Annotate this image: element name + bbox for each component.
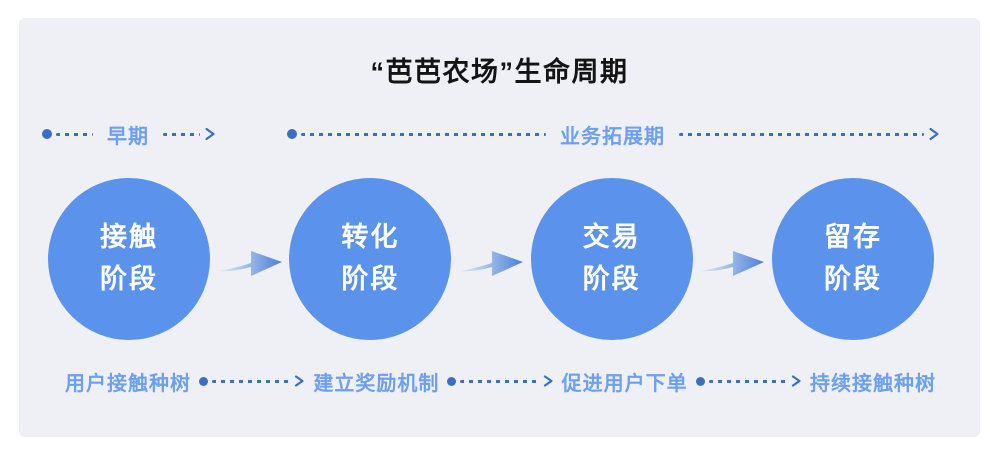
stage-note-transaction: 促进用户下单 (561, 372, 688, 395)
phase-segment-expansion: 业务拓展期 (287, 119, 940, 149)
stage-title-line: 交易 (582, 222, 641, 253)
arrow-right-icon (791, 375, 801, 387)
flow-arrow-icon (457, 251, 523, 276)
arrow-right-icon (295, 375, 304, 387)
flow-gap (210, 232, 289, 286)
phase-segment-early: 早期 (42, 119, 216, 149)
flow-gap (693, 232, 772, 286)
stage-title-line: 阶段 (582, 264, 641, 294)
dashed-line (163, 132, 200, 136)
stage-title-line: 阶段 (100, 264, 158, 294)
stage-title-line: 留存 (823, 222, 882, 253)
stage-note-retention: 持续接触种树 (809, 372, 936, 395)
notes-row: 用户接触种树 建立奖励机制 促进用户下单 持续接触种树 (19, 366, 980, 396)
timeline-dot-icon (287, 129, 297, 139)
stage-circle-transaction: 交易 阶段 (530, 178, 693, 340)
phase-label-expansion: 业务拓展期 (560, 125, 665, 148)
dashed-line (56, 132, 93, 136)
stage-title-line: 接触 (100, 222, 158, 253)
phase-label-early: 早期 (107, 125, 149, 148)
dashed-line (708, 379, 787, 383)
stage-title-line: 转化 (341, 222, 400, 253)
timeline-dot-icon (42, 129, 52, 139)
phase-timeline: 早期 业务拓展期 (19, 119, 980, 149)
lifecycle-panel: “芭芭农场”生命周期 早期 业务拓展期 接触 阶段 (19, 18, 980, 437)
stage-circle-retention: 留存 阶段 (771, 178, 934, 340)
arrow-right-icon (543, 375, 553, 387)
stage-note-contact: 用户接触种树 (65, 372, 191, 395)
stage-note-conversion: 建立奖励机制 (313, 372, 440, 395)
timeline-dot-icon (695, 376, 705, 386)
note-connector (447, 366, 553, 396)
stages-row: 接触 阶段 转化 阶段 交易 阶段 (19, 178, 980, 340)
note-connector (199, 366, 305, 396)
flow-arrow-icon (216, 251, 282, 276)
dashed-line (301, 132, 546, 136)
stage-title-line: 阶段 (823, 264, 882, 294)
flow-arrow-icon (699, 251, 765, 276)
dashed-line (460, 379, 539, 383)
arrow-right-icon (929, 127, 939, 141)
timeline-dot-icon (199, 376, 208, 386)
arrow-right-icon (205, 127, 215, 141)
dashed-line (679, 132, 924, 136)
dashed-line (212, 379, 291, 383)
diagram-title: “芭芭农场”生命周期 (370, 57, 629, 87)
stage-circle-conversion: 转化 阶段 (289, 178, 452, 340)
timeline-dot-icon (447, 376, 457, 386)
stage-title-line: 阶段 (341, 264, 400, 294)
flow-gap (451, 232, 530, 286)
note-connector (695, 366, 802, 396)
stage-circle-contact: 接触 阶段 (48, 178, 210, 340)
